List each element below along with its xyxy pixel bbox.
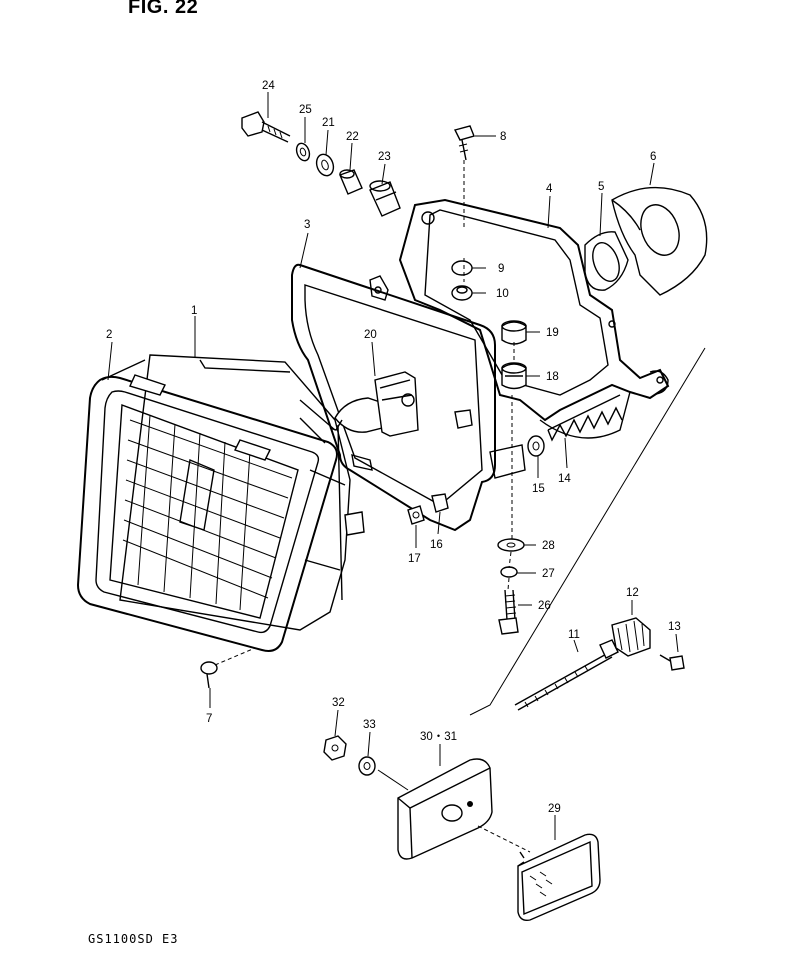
grommet-18: [501, 362, 527, 390]
headlight-unit: [119, 354, 365, 631]
nut-9: [451, 260, 473, 276]
washer-33: [358, 756, 376, 776]
screw-13: [659, 654, 685, 671]
callout-30-31: 30・31: [420, 731, 457, 743]
callout-9: 9: [498, 263, 504, 275]
callout-6: 6: [650, 151, 656, 163]
headlight-case: [398, 198, 670, 439]
bolt-24: [241, 111, 291, 143]
washer-28: [497, 538, 525, 552]
reflector-bracket: [397, 758, 493, 860]
callout-25: 25: [299, 104, 312, 116]
callout-14: 14: [558, 473, 571, 485]
figure-title: FIG. 22: [128, 0, 199, 18]
callout-20: 20: [364, 329, 377, 341]
callout-32: 32: [332, 697, 345, 709]
callout-8: 8: [500, 131, 506, 143]
grommet-5: [584, 231, 629, 291]
adjuster-spring: [547, 394, 623, 442]
model-code: GS1100SD E3: [88, 932, 179, 946]
adjuster-screw: [514, 639, 619, 711]
callout-16: 16: [430, 539, 443, 551]
cushion-10: [451, 285, 473, 301]
callout-7: 7: [206, 713, 212, 725]
leader-lines: [107, 92, 679, 840]
bolt-26: [498, 589, 519, 635]
assembly-boundary: [469, 347, 706, 716]
callout-17: 17: [408, 553, 421, 565]
callout-2: 2: [106, 329, 112, 341]
washer-25: [295, 142, 311, 162]
callout-5: 5: [598, 181, 604, 193]
headlight-rim: [76, 359, 338, 652]
callout-22: 22: [346, 131, 359, 143]
cushion-19: [501, 320, 527, 345]
adjuster-knob: [611, 617, 651, 657]
callout-15: 15: [532, 483, 545, 495]
nut-32: [323, 735, 347, 761]
nut-16: [431, 493, 449, 513]
callout-18: 18: [546, 371, 559, 383]
callout-28: 28: [542, 540, 555, 552]
callout-29: 29: [548, 803, 561, 815]
callout-1: 1: [191, 305, 197, 317]
screw-8: [453, 125, 475, 161]
cushion-23: [369, 180, 401, 217]
callout-12: 12: [626, 587, 639, 599]
callout-24: 24: [262, 80, 275, 92]
callout-3: 3: [304, 219, 310, 231]
washer-21: [315, 153, 335, 177]
callout-10: 10: [496, 288, 509, 300]
washer-27: [500, 566, 518, 578]
callout-27: 27: [542, 568, 555, 580]
callout-19: 19: [546, 327, 559, 339]
callout-23: 23: [378, 151, 391, 163]
cap-6: [611, 186, 708, 296]
callout-11: 11: [568, 629, 580, 641]
washer-15: [527, 435, 545, 457]
callout-21: 21: [322, 117, 335, 129]
nut-17: [407, 505, 425, 525]
callout-4: 4: [546, 183, 553, 195]
callout-13: 13: [668, 621, 681, 633]
headlight-bulb: [329, 371, 419, 437]
callout-26: 26: [538, 600, 551, 612]
headlight-frame: [291, 263, 526, 532]
collar-22: [339, 169, 363, 195]
callout-33: 33: [363, 719, 376, 731]
reflector: [517, 833, 601, 922]
screw-7: [200, 661, 218, 689]
